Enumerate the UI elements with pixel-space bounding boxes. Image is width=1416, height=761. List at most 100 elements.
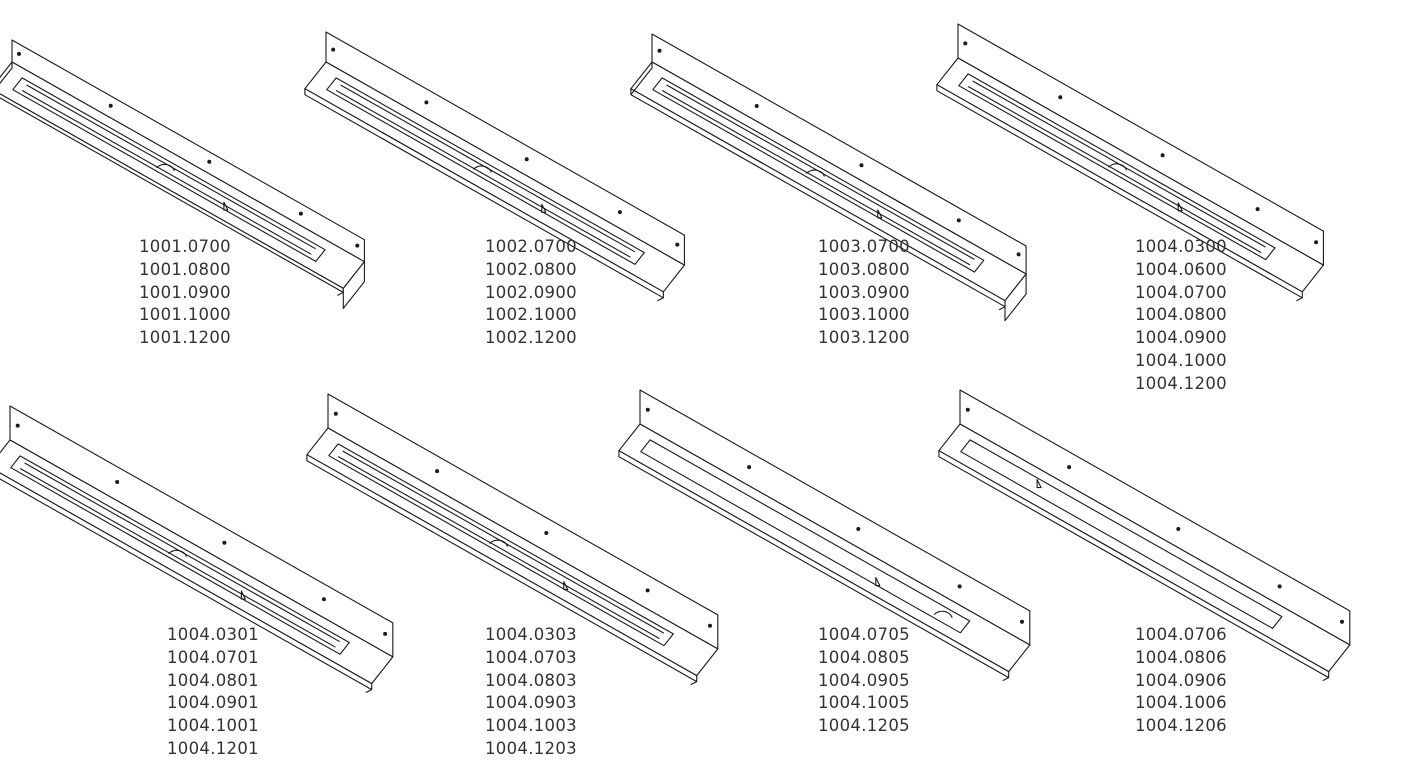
screw-hole: [108, 103, 113, 108]
drain-5-drawing: [0, 405, 394, 694]
slot: [640, 439, 971, 634]
screw-hole: [383, 631, 388, 636]
screw-hole: [754, 104, 759, 108]
screw-hole: [856, 527, 861, 531]
clip: [541, 203, 547, 213]
screw-hole: [331, 47, 336, 52]
code-item: 1004.0806: [1135, 647, 1227, 667]
code-item: 1004.0600: [1135, 259, 1227, 279]
code-item: 1004.1203: [485, 738, 577, 758]
back-wall: [325, 31, 685, 266]
code-item: 1004.1006: [1135, 693, 1227, 713]
code-item: 1004.0905: [818, 670, 910, 690]
clip: [563, 581, 569, 591]
code-item: 1003.1000: [818, 305, 910, 325]
screw-hole: [956, 218, 961, 223]
screw-hole: [645, 588, 650, 593]
slot-inner-edge: [19, 468, 336, 648]
screw-hole: [1340, 619, 1344, 624]
clip: [875, 577, 881, 587]
screw-hole: [963, 41, 968, 46]
code-list-drain-4: 1004.0300 1004.0600 1004.0700 1004.0800 …: [1135, 236, 1227, 396]
code-item: 1004.1205: [818, 716, 910, 736]
code-item: 1003.0900: [818, 282, 910, 302]
code-list-drain-2: 1002.0700 1002.0800 1002.0900 1002.1000 …: [485, 236, 577, 350]
code-item: 1003.1200: [818, 328, 910, 348]
code-item: 1004.0301: [167, 625, 259, 644]
code-item: 1004.1206: [1135, 716, 1227, 736]
code-item: 1004.0703: [485, 647, 577, 667]
code-item: 1004.0300: [1135, 237, 1227, 256]
code-item: 1003.0800: [818, 259, 910, 279]
screw-hole: [1067, 465, 1072, 470]
code-item: 1004.0900: [1135, 328, 1227, 348]
screw-hole: [333, 411, 338, 416]
end-wall: [0, 62, 13, 85]
code-item: 1002.0700: [485, 237, 577, 256]
code-item: 1002.0900: [485, 282, 577, 302]
code-item: 1004.0800: [1135, 305, 1227, 325]
screw-hole: [355, 243, 360, 248]
code-list-drain-5: 1004.0301 1004.0701 1004.0801 1004.0901 …: [167, 624, 259, 761]
code-item: 1004.0701: [167, 647, 259, 667]
lip-edge: [690, 681, 697, 686]
screw-hole: [1176, 527, 1181, 531]
code-item: 1004.1003: [485, 716, 577, 736]
clip: [1177, 202, 1183, 212]
screw-hole: [544, 531, 549, 535]
screw-hole: [321, 597, 326, 602]
code-item: 1004.1201: [167, 738, 259, 758]
screw-hole: [657, 48, 662, 53]
code-item: 1004.0303: [485, 625, 577, 644]
code-item: 1001.1200: [139, 328, 231, 348]
slot: [326, 77, 645, 265]
code-list-drain-3: 1003.0700 1003.0800 1003.0900 1003.1000 …: [818, 236, 910, 350]
screw-hole: [222, 540, 227, 545]
screw-hole: [15, 423, 20, 428]
slot-inner-edge: [335, 90, 631, 258]
code-item: 1004.0705: [818, 625, 910, 644]
screw-hole: [708, 623, 712, 628]
screw-hole: [1314, 240, 1319, 245]
outlet-dome: [805, 169, 825, 177]
slot-inner-edge: [24, 462, 341, 643]
outlet-dome: [933, 610, 953, 618]
screw-hole: [1277, 584, 1282, 589]
code-item: 1001.0700: [139, 237, 231, 256]
screw-hole: [675, 242, 680, 247]
screw-hole: [617, 210, 622, 215]
code-list-drain-6: 1004.0303 1004.0703 1004.0803 1004.0903 …: [485, 624, 577, 761]
slot-inner-edge: [967, 86, 1262, 254]
outlet-dome: [1107, 163, 1127, 171]
screw-hole: [115, 480, 120, 484]
slot-inner-edge: [661, 90, 971, 266]
code-list-drain-7: 1004.0705 1004.0805 1004.0905 1004.1005 …: [818, 624, 910, 738]
screw-hole: [435, 469, 440, 474]
slot: [12, 77, 326, 262]
slot-inner-edge: [337, 456, 660, 640]
screw-hole: [1020, 619, 1024, 624]
end-wall: [630, 62, 653, 96]
screw-hole: [965, 407, 970, 412]
code-item: 1004.0700: [1135, 282, 1227, 302]
code-list-drain-1: 1001.0700 1001.0800 1001.0900 1001.1000 …: [139, 236, 231, 350]
drain-6-drawing: [306, 393, 719, 686]
clip: [223, 201, 229, 211]
code-item: 1004.0901: [167, 693, 259, 713]
screw-hole: [1255, 207, 1260, 212]
code-item: 1004.1005: [818, 693, 910, 713]
code-item: 1002.1000: [485, 305, 577, 325]
slot-inner-edge: [666, 84, 975, 260]
slot-inner-edge: [21, 90, 312, 255]
screw-hole: [1016, 252, 1021, 257]
back-wall: [11, 39, 365, 263]
code-item: 1004.0805: [818, 647, 910, 667]
code-item: 1004.0801: [167, 670, 259, 690]
slot: [958, 73, 1276, 261]
screw-hole: [957, 584, 962, 589]
code-item: 1004.1200: [1135, 373, 1227, 393]
clip: [877, 209, 883, 219]
outlet-dome: [489, 539, 509, 547]
code-item: 1001.1000: [139, 305, 231, 325]
